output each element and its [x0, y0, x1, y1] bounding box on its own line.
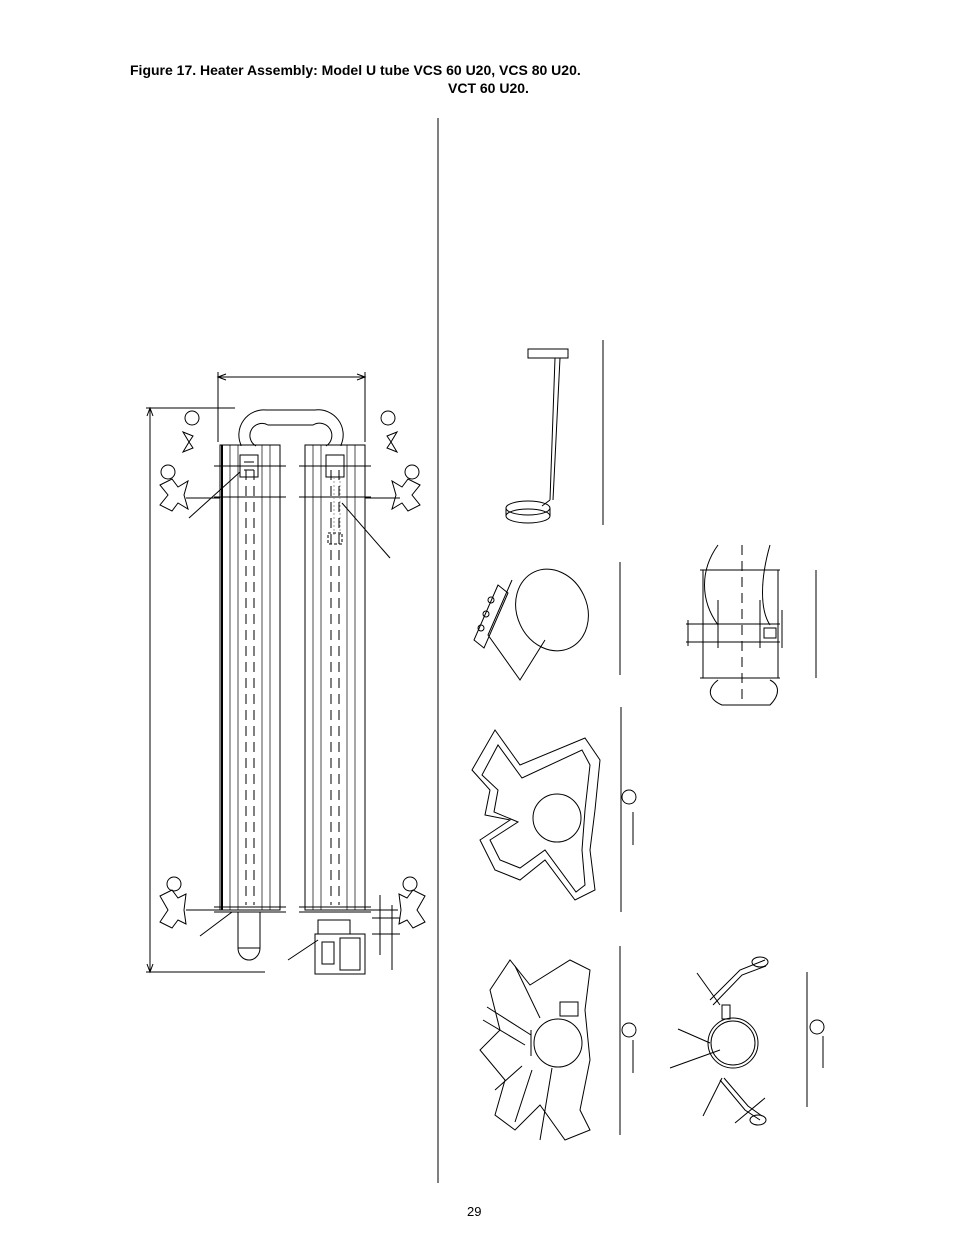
- callout-circle: [380, 410, 396, 426]
- clamp-band-detail: [473, 562, 621, 681]
- callout-circle: [621, 789, 637, 805]
- bracket-icon: [398, 889, 426, 929]
- probe-detail: [505, 340, 604, 525]
- bracket-icon: [159, 889, 187, 929]
- bracket-icon: [386, 430, 399, 454]
- bracket-icon: [159, 478, 189, 512]
- callout-circle: [402, 876, 418, 892]
- u-tube-heater-elevation: [146, 372, 426, 975]
- callout-circle: [621, 1022, 637, 1038]
- figure-title-continued: VCT 60 U20.: [448, 80, 529, 96]
- callout-circle: [404, 464, 420, 480]
- bracket-icon: [181, 430, 194, 454]
- bracket-icon: [391, 478, 421, 512]
- pipe-joint-detail: [686, 544, 817, 706]
- spring-clamp-detail: [669, 956, 825, 1126]
- callout-circle: [166, 876, 182, 892]
- wing-bracket-detail: [471, 707, 637, 912]
- callout-circle: [184, 410, 200, 426]
- wing-bracket-assembly: [479, 946, 637, 1141]
- callout-circle: [160, 464, 176, 480]
- callout-circle: [809, 1019, 825, 1035]
- figure-title: Figure 17. Heater Assembly: Model U tube…: [130, 62, 581, 78]
- page-number: 29: [467, 1204, 482, 1219]
